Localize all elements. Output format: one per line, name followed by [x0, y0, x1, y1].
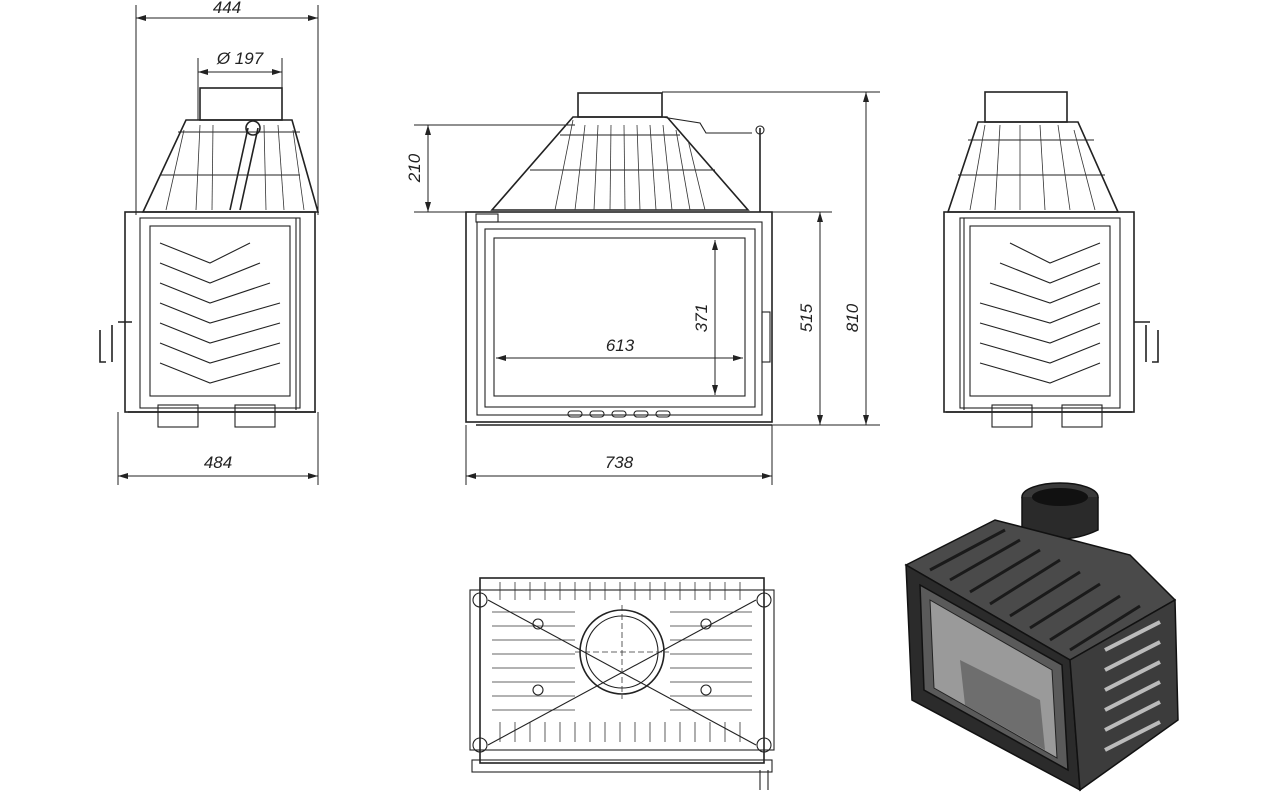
dim-label-738: 738: [605, 453, 634, 472]
dim-label-613: 613: [606, 336, 635, 355]
dimension-810: 810: [662, 91, 880, 426]
isometric-view: [904, 482, 1179, 792]
side-ribs-left: [159, 242, 281, 384]
dimension-371: 371: [692, 240, 718, 395]
dim-label-210: 210: [405, 153, 424, 183]
dim-label-484: 484: [204, 453, 232, 472]
dim-label-flue-diameter: Ø 197: [216, 49, 264, 68]
left-side-view: 444 Ø 197: [99, 0, 320, 485]
dimension-484: 484: [117, 412, 319, 485]
plan-view: [469, 577, 775, 790]
dim-label-371: 371: [692, 304, 711, 332]
dimension-444: 444: [135, 0, 319, 215]
right-side-view: [943, 91, 1159, 428]
side-ribs-right: [979, 242, 1101, 384]
dim-label-810: 810: [843, 303, 862, 332]
dimension-613: 613: [496, 336, 743, 361]
front-view: 210 371 613 515 810: [405, 91, 880, 485]
air-control-slots: [567, 410, 671, 418]
dim-label-444: 444: [213, 0, 241, 17]
dimension-210: 210: [405, 124, 575, 213]
dimension-738: 738: [465, 425, 773, 485]
dim-label-515: 515: [797, 303, 816, 332]
dimension-515: 515: [772, 211, 832, 426]
dimension-flue-diameter: Ø 197: [197, 49, 283, 120]
